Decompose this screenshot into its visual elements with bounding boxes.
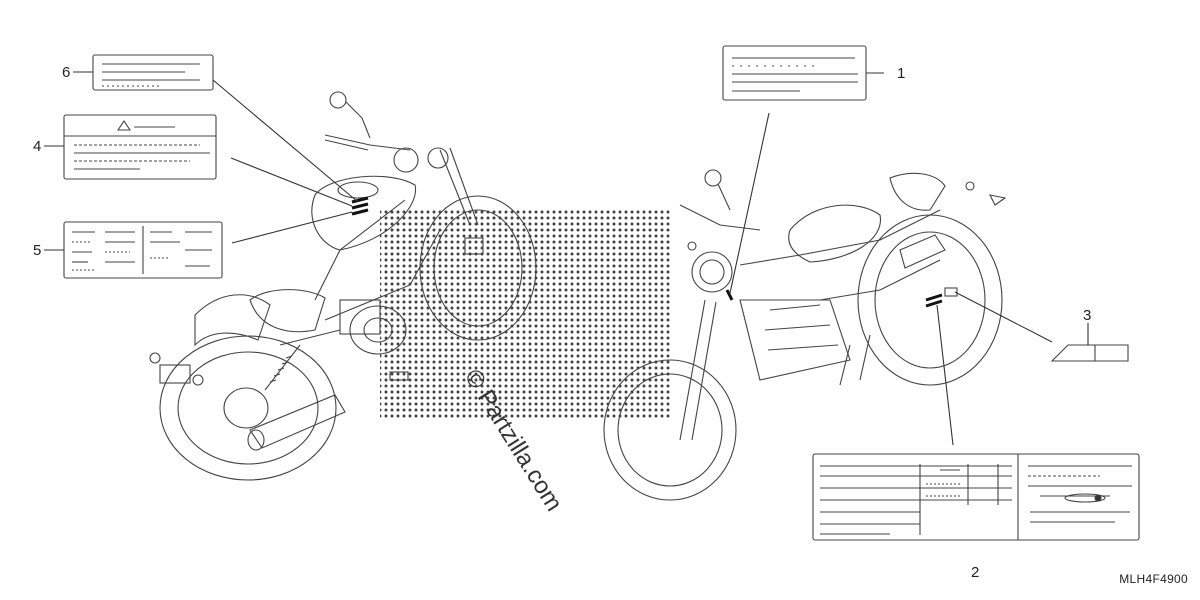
callout-5: 5	[33, 242, 42, 259]
leader-6b	[212, 79, 359, 203]
watermark-texture	[380, 210, 670, 420]
label-1	[722, 45, 867, 101]
motorcycle-left	[149, 91, 537, 481]
leader-5b	[231, 211, 353, 244]
leader-2	[936, 304, 954, 446]
label-6	[92, 54, 214, 91]
callout-6: 6	[62, 64, 71, 81]
label-3	[1050, 344, 1129, 362]
diagram-code: MLH4F4900	[1119, 572, 1188, 586]
label-4	[63, 114, 217, 180]
leader-3b	[954, 291, 1053, 343]
leader-1b	[729, 112, 770, 294]
callout-3: 3	[1083, 307, 1092, 324]
callout-1: 1	[897, 65, 906, 82]
label-2	[812, 453, 1140, 541]
callout-2: 2	[971, 564, 980, 581]
leader-4b	[230, 157, 353, 207]
label-5	[63, 221, 223, 279]
motorcycle-right	[603, 169, 1007, 501]
callout-4: 4	[33, 138, 42, 155]
